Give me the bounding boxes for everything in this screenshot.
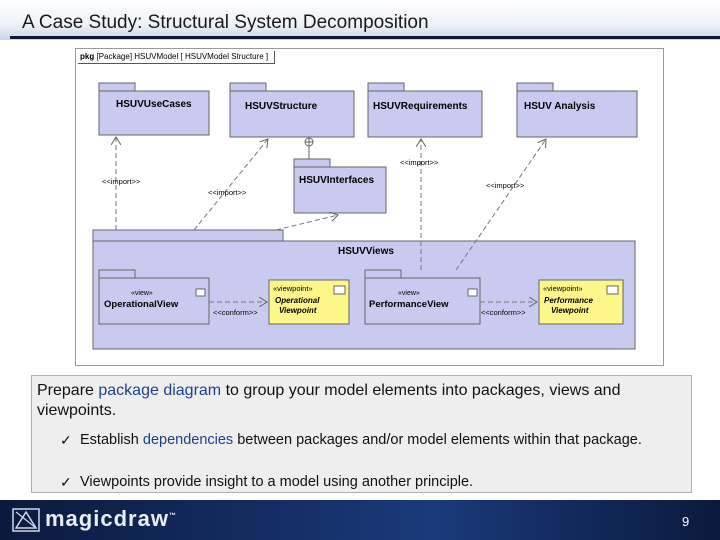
magicdraw-logo-icon <box>12 508 40 532</box>
frame-kind: pkg <box>80 52 95 61</box>
performance-view: «view» PerformanceView <box>364 269 481 325</box>
footer-gradient <box>0 500 720 540</box>
package-structure: HSUVStructure <box>229 82 355 138</box>
description-box: Prepare package diagram to group your mo… <box>31 375 692 493</box>
label-hsuv-use-cases: HSUVUseCases <box>116 99 192 110</box>
bullet1-suffix: between packages and/or model elements w… <box>233 432 642 448</box>
import-dependencies <box>116 137 546 271</box>
package-diagram: HSUVUseCases HSUVStructure HSUVRequireme… <box>75 48 664 366</box>
import-label-4: <<import>> <box>486 181 525 190</box>
view-stereo-2: «view» <box>398 290 420 297</box>
main-prefix: Prepare <box>37 382 99 399</box>
package-use-cases: HSUVUseCases <box>98 82 210 136</box>
bullet-viewpoints: ✓ Viewpoints provide insight to a model … <box>60 473 680 492</box>
title-rule <box>10 36 720 39</box>
diagram-frame-label: pkg [Package] HSUVModel [ HSUVModel Stru… <box>78 51 276 64</box>
check-icon: ✓ <box>60 432 72 448</box>
description-main: Prepare package diagram to group your mo… <box>37 381 687 421</box>
label-operational-viewpoint-1: Operational <box>275 296 320 305</box>
label-operational-view: OperationalView <box>104 299 179 310</box>
label-performance-viewpoint-2: Viewpoint <box>551 306 589 315</box>
viewpoint-stereo-1: «viewpoint» <box>273 284 313 293</box>
check-icon: ✓ <box>60 474 72 490</box>
bullet1-prefix: Establish <box>80 432 143 448</box>
label-performance-view: PerformanceView <box>369 299 449 310</box>
diagram-canvas: HSUVUseCases HSUVStructure HSUVRequireme… <box>92 82 638 350</box>
operational-viewpoint: «viewpoint» Operational Viewpoint <box>268 279 350 325</box>
import-label-2: <<import>> <box>208 188 247 197</box>
view-stereo-1: «view» <box>131 290 153 297</box>
label-hsuv-requirements: HSUVRequirements <box>373 101 468 112</box>
logo-tm: ™ <box>168 512 177 520</box>
import-label-3: <<import>> <box>400 158 439 167</box>
package-analysis: HSUV Analysis <box>516 82 638 138</box>
operational-view: «view» OperationalView <box>98 269 210 325</box>
main-suffix: to group your model elements into packag… <box>37 382 621 419</box>
logo-wordmark: magicdraw <box>45 506 169 531</box>
label-performance-viewpoint-1: Performance <box>544 296 593 305</box>
bullet-dependencies: ✓ Establish dependencies between package… <box>60 431 680 450</box>
footer-bar: magicdraw™ 9 <box>0 500 720 540</box>
label-operational-viewpoint-2: Viewpoint <box>279 306 317 315</box>
conform-label-1: <<conform>> <box>213 308 258 317</box>
title-bar: A Case Study: Structural System Decompos… <box>0 0 720 40</box>
performance-viewpoint: «viewpoint» Performance Viewpoint <box>538 279 624 325</box>
main-highlight: package diagram <box>98 382 222 399</box>
bullet1-highlight: dependencies <box>142 432 234 448</box>
label-hsuv-views: HSUVViews <box>338 246 394 257</box>
magicdraw-logo: magicdraw™ <box>45 506 177 532</box>
label-hsuv-analysis: HSUV Analysis <box>524 101 596 112</box>
label-hsuv-structure: HSUVStructure <box>245 101 318 112</box>
package-requirements: HSUVRequirements <box>367 82 483 138</box>
viewpoint-stereo-2: «viewpoint» <box>543 284 583 293</box>
import-label-1: <<import>> <box>102 177 141 186</box>
slide-title: A Case Study: Structural System Decompos… <box>22 12 429 33</box>
package-interfaces: HSUVInterfaces <box>293 158 387 214</box>
bullet2-text: Viewpoints provide insight to a model us… <box>80 474 474 490</box>
conform-label-2: <<conform>> <box>481 308 526 317</box>
page-number: 9 <box>682 514 690 529</box>
frame-text: [Package] HSUVModel [ HSUVModel Structur… <box>96 52 269 61</box>
label-hsuv-interfaces: HSUVInterfaces <box>299 175 374 186</box>
